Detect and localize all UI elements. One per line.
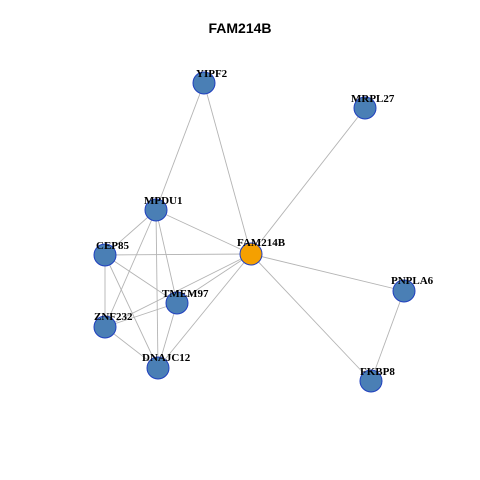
node-circle[interactable]	[192, 71, 216, 95]
node-circle[interactable]	[359, 369, 383, 393]
node-circle[interactable]	[239, 242, 263, 266]
edge-fam214b-fkbp8	[250, 253, 372, 382]
node-mpdu1[interactable]: MPDU1	[144, 195, 183, 222]
node-label: DNAJC12	[142, 352, 191, 364]
edge-fam214b-cep85	[104, 253, 252, 256]
edge-fam214b-mrpl27	[250, 107, 366, 255]
node-label: CEP85	[96, 240, 130, 252]
node-fam214b[interactable]: FAM214B	[237, 237, 286, 266]
node-mrpl27[interactable]: MRPL27	[351, 93, 395, 120]
edge-fam214b-mpdu1	[155, 209, 252, 255]
node-label: ZNF232	[94, 311, 133, 323]
node-circle[interactable]	[93, 315, 117, 339]
edge-mpdu1-dnajc12	[155, 209, 159, 369]
edges-layer	[104, 82, 405, 382]
node-znf232[interactable]: ZNF232	[93, 311, 133, 339]
node-label: FAM214B	[237, 237, 286, 249]
node-yipf2[interactable]: YIPF2	[192, 68, 228, 95]
node-circle[interactable]	[146, 356, 170, 380]
edge-fam214b-tmem97	[176, 253, 252, 304]
node-cep85[interactable]: CEP85	[93, 240, 130, 267]
node-pnpla6[interactable]: PNPLA6	[391, 275, 434, 303]
edge-fam214b-znf232	[104, 253, 252, 328]
edge-tmem97-znf232	[104, 302, 178, 328]
nodes-layer: FAM214B YIPF2MRPL27MPDU1CEP85TMEM97ZNF232…	[93, 68, 434, 393]
chart-title: FAM214B	[208, 20, 272, 36]
node-circle[interactable]	[165, 291, 189, 315]
node-label: PNPLA6	[391, 275, 434, 287]
edge-mpdu1-tmem97	[155, 209, 178, 304]
node-circle[interactable]	[392, 279, 416, 303]
edge-fam214b-yipf2	[203, 82, 252, 255]
node-circle[interactable]	[93, 243, 117, 267]
node-tmem97[interactable]: TMEM97	[162, 288, 209, 315]
node-dnajc12[interactable]: DNAJC12	[142, 352, 191, 380]
edge-fam214b-pnpla6	[250, 253, 405, 292]
edge-mpdu1-znf232	[104, 209, 157, 328]
edge-cep85-dnajc12	[104, 254, 159, 369]
node-label: YIPF2	[196, 68, 228, 80]
node-circle[interactable]	[144, 198, 168, 222]
node-label: TMEM97	[162, 288, 209, 300]
node-label: MRPL27	[351, 93, 395, 105]
node-label: MPDU1	[144, 195, 183, 207]
node-label: FKBP8	[360, 366, 395, 378]
node-fkbp8[interactable]: FKBP8	[359, 366, 395, 393]
edge-fam214b-dnajc12	[157, 253, 252, 369]
edge-pnpla6-fkbp8	[370, 290, 405, 382]
edge-cep85-tmem97	[104, 254, 178, 304]
node-circle[interactable]	[353, 96, 377, 120]
edge-yipf2-mpdu1	[155, 82, 205, 211]
